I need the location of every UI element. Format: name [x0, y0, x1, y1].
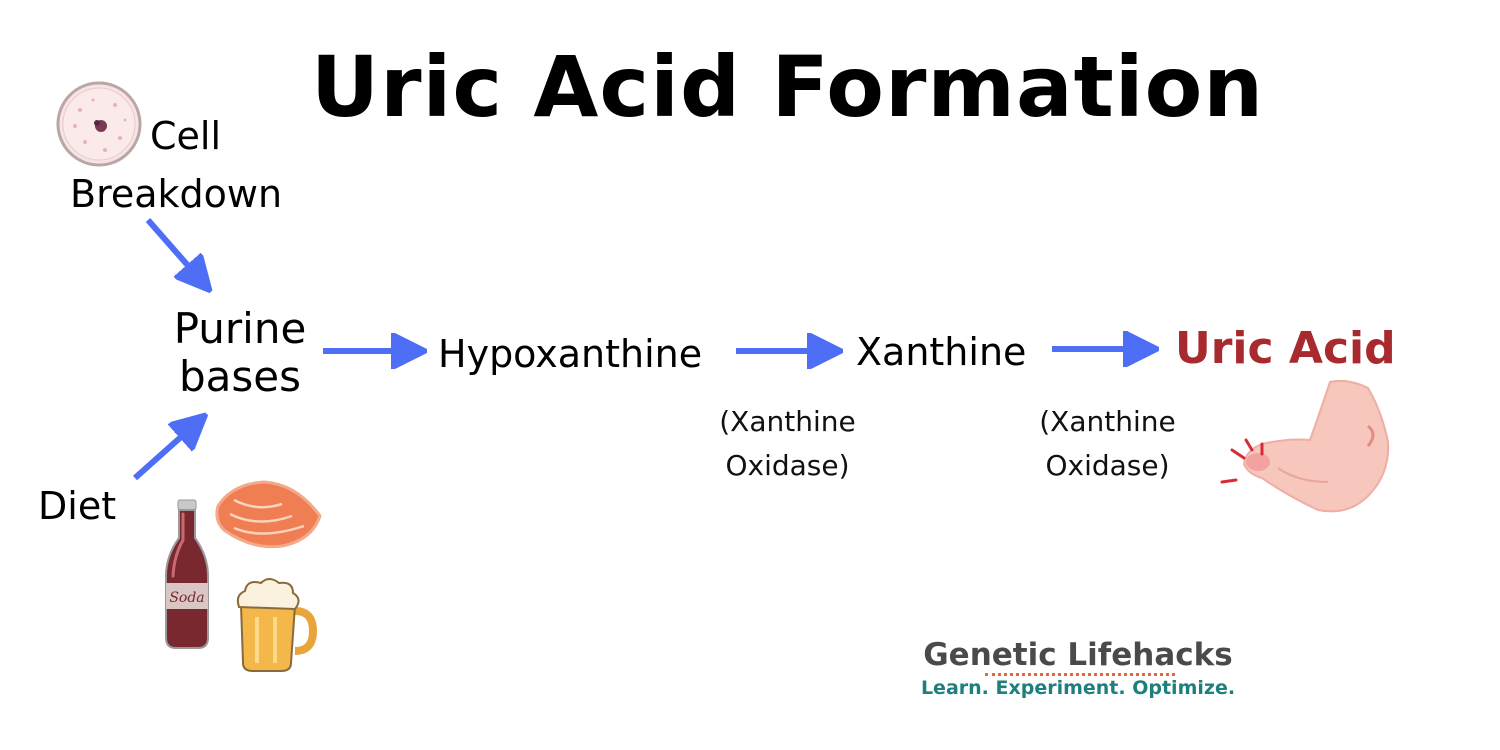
brand-name: Genetic Lifehacks: [923, 637, 1233, 673]
beer-mug-icon: [236, 578, 318, 672]
enzyme-1-line1: (Xanthine: [719, 405, 856, 438]
enzyme-2-line2: Oxidase): [1045, 449, 1170, 482]
salmon-icon: [215, 480, 322, 549]
brand-tagline: Learn. Experiment. Optimize.: [920, 677, 1236, 699]
soda-bottle-icon: Soda: [165, 499, 209, 649]
purine-label-line1: Purine: [173, 304, 307, 353]
soda-label: Soda: [169, 590, 204, 606]
cell-icon: [56, 81, 142, 167]
xanthine-label: Xanthine: [856, 330, 1027, 374]
foot-icon: [1220, 379, 1390, 513]
enzyme-1-line2: Oxidase): [725, 449, 850, 482]
cell-label: Cell: [150, 114, 222, 158]
uric-acid-label: Uric Acid: [1175, 323, 1396, 374]
page-title: Uric Acid Formation: [310, 38, 1265, 136]
brand-divider: [985, 673, 1175, 676]
enzyme-2-line1: (Xanthine: [1039, 405, 1176, 438]
hypoxanthine-label: Hypoxanthine: [438, 332, 703, 376]
arrow-diet-to-purine: [133, 420, 200, 481]
purine-label-line2: bases: [178, 352, 301, 401]
arrow-cell-to-purine: [145, 218, 205, 285]
enzyme-label-1: (Xanthine Oxidase): [690, 400, 885, 488]
enzyme-label-2: (Xanthine Oxidase): [1010, 400, 1205, 488]
breakdown-label: Breakdown: [70, 172, 283, 216]
diet-label: Diet: [38, 484, 117, 528]
